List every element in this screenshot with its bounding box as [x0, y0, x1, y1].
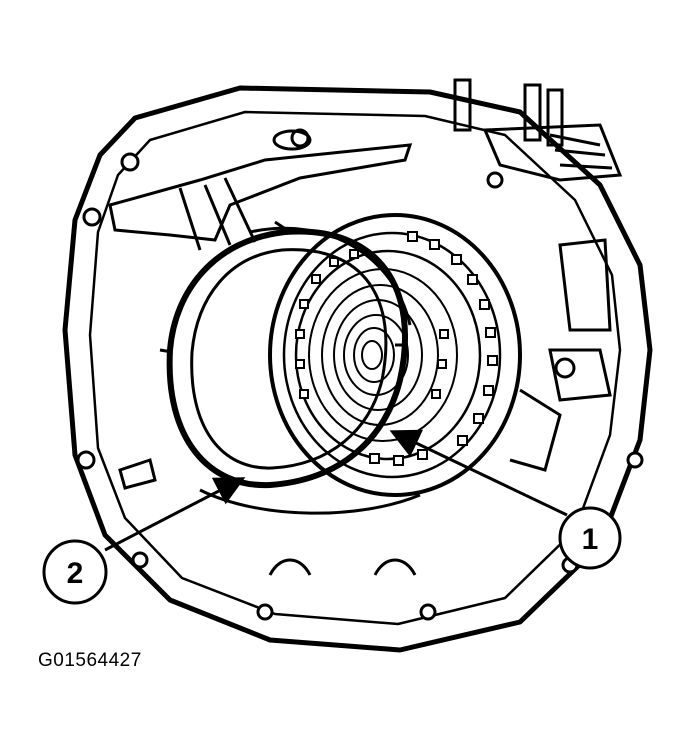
- top-oval-port: [272, 129, 312, 151]
- callout-2-label: 2: [67, 557, 84, 590]
- clutch-drum: [268, 213, 522, 497]
- callout-1-label: 1: [582, 523, 599, 556]
- drum-slots: [295, 231, 498, 466]
- callout-1: 1: [389, 429, 622, 570]
- callout-1-circle: [558, 506, 622, 570]
- callout-1-leader: [389, 429, 568, 517]
- bolt-holes: [76, 128, 644, 621]
- callout-2-circle: [42, 539, 108, 605]
- upper-rib: [178, 177, 257, 251]
- callout-2: 2: [42, 477, 246, 605]
- snap-rings: [159, 220, 412, 489]
- valve-linkage: [453, 78, 623, 472]
- figure-id: G01564427: [38, 650, 142, 671]
- callout-2-leader: [104, 477, 246, 552]
- upper-casting: [108, 143, 413, 242]
